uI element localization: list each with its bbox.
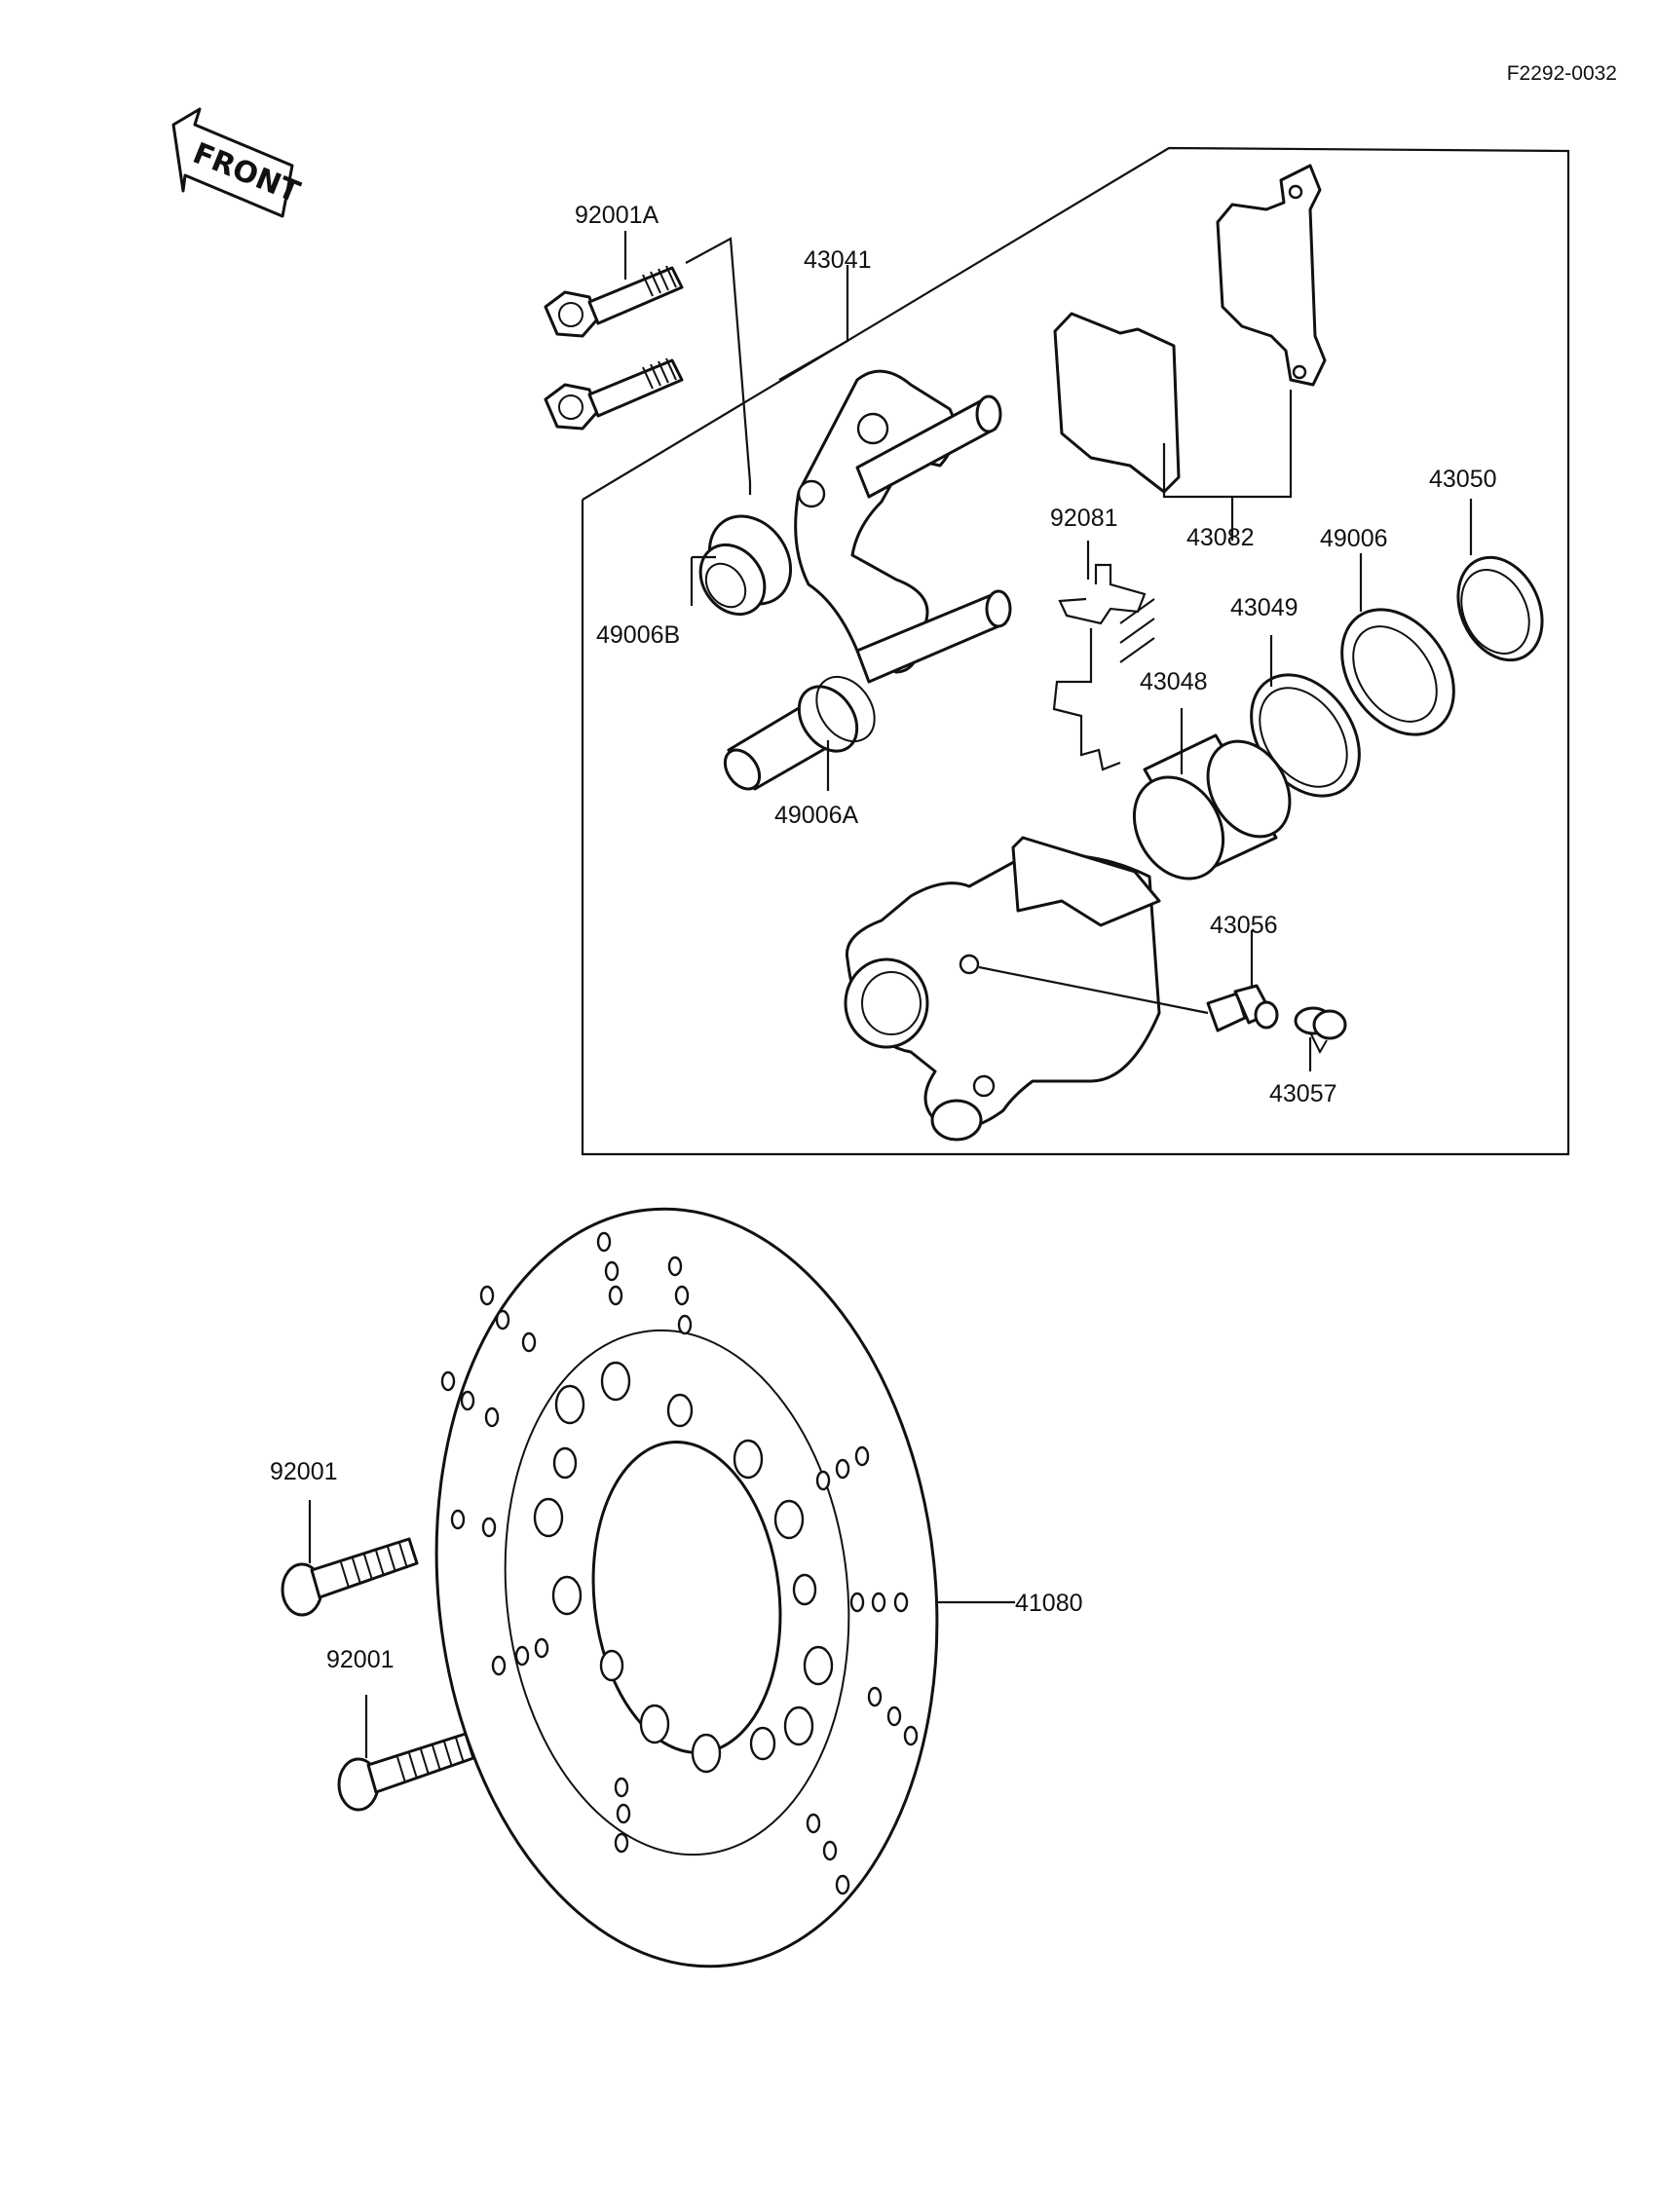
part-label-43050: 43050 xyxy=(1429,466,1497,493)
caliper-assembly-frame xyxy=(581,146,1570,1156)
front-arrow-icon: FRONT xyxy=(171,107,305,218)
brake-disc-41080 xyxy=(434,1207,939,1968)
part-label-49006: 49006 xyxy=(1320,525,1388,552)
part-label-92001a: 92001A xyxy=(575,202,659,229)
bleeder-cap-43057 xyxy=(1294,1006,1347,1055)
disc-bolt-92001-upper xyxy=(281,1537,419,1617)
boot-49006b xyxy=(698,514,793,617)
bleeder-valve-43056 xyxy=(1206,984,1279,1032)
caliper-bolt-92001a xyxy=(544,265,684,431)
part-label-43056: 43056 xyxy=(1210,912,1278,939)
part-label-92081: 92081 xyxy=(1050,505,1118,532)
figure-id: F2292-0032 xyxy=(1507,62,1617,85)
brake-pad-43082 xyxy=(1053,164,1327,494)
part-label-43049: 43049 xyxy=(1230,594,1298,621)
part-label-41080: 41080 xyxy=(1015,1590,1083,1617)
part-label-92001-upper: 92001 xyxy=(270,1458,338,1485)
part-labels: 92001A 43041 43082 43050 92081 49006 490… xyxy=(270,202,1497,1673)
vent-holes xyxy=(440,1231,919,1895)
dust-seal-43050 xyxy=(1456,555,1544,662)
part-label-43048: 43048 xyxy=(1140,668,1208,695)
boot-49006a xyxy=(723,675,876,791)
part-label-49006a: 49006A xyxy=(774,802,859,829)
pad-spring-92081 xyxy=(1052,563,1155,771)
disc-bolt-92001-lower xyxy=(337,1732,475,1812)
mounting-holes xyxy=(533,1361,834,1774)
leader-lines xyxy=(308,231,1473,1758)
part-label-43082: 43082 xyxy=(1186,524,1255,551)
caliper-bracket-43041 xyxy=(794,369,1012,684)
part-label-43041: 43041 xyxy=(804,246,872,274)
part-label-92001-lower: 92001 xyxy=(326,1646,395,1673)
piston-43048 xyxy=(1132,733,1292,881)
caliper-body xyxy=(844,836,1209,1142)
part-label-43057: 43057 xyxy=(1269,1080,1337,1107)
seal-49006 xyxy=(1340,608,1455,736)
part-label-49006b: 49006B xyxy=(596,621,680,649)
